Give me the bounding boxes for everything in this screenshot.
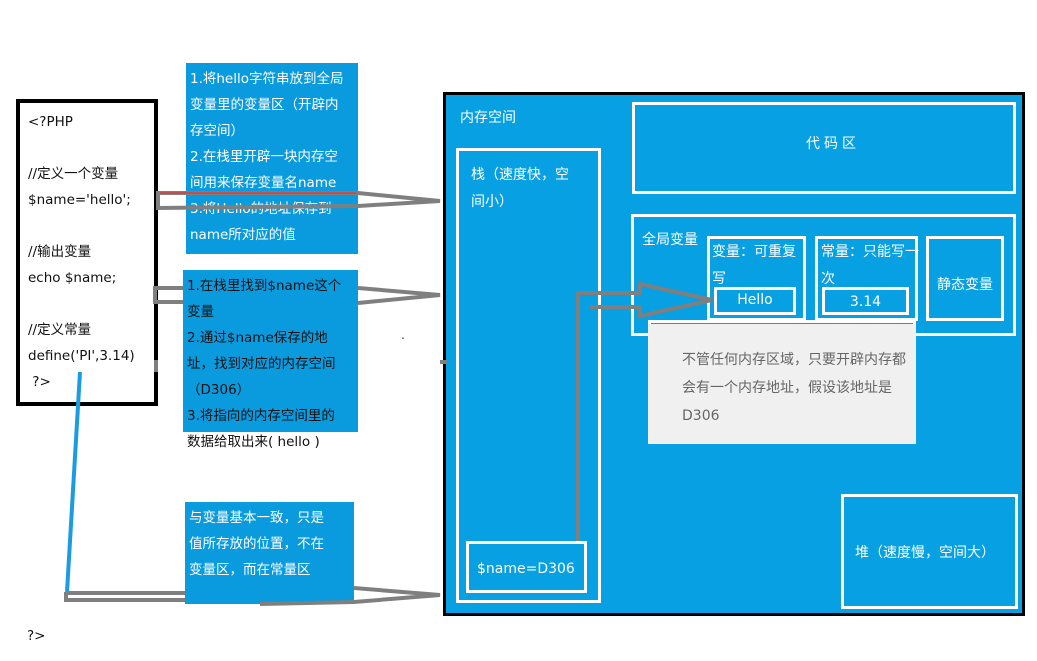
blue-connector xyxy=(65,371,82,593)
note-line: 3.将指向的内存空间里的 xyxy=(187,408,335,424)
constant-area-label: 常量：只能写一次 xyxy=(821,244,919,287)
code-trailing-tag: ?> xyxy=(27,628,46,644)
arrow-stack-to-hello xyxy=(576,281,713,541)
code-line: //输出变量 xyxy=(28,244,92,260)
stray-dot: . xyxy=(401,328,405,342)
constant-area-box xyxy=(815,236,918,321)
heap-region xyxy=(841,494,1018,609)
code-line: ?> xyxy=(28,374,51,390)
note-line: 1.将hello字符串放到全局 xyxy=(190,71,344,87)
note-line: 址，找到对应的内存空间 xyxy=(187,356,336,372)
hello-value-box xyxy=(714,287,796,315)
note-line: 变量区，而在常量区 xyxy=(189,562,311,578)
note-line: 2.在栈里开辟一块内存空 xyxy=(190,149,338,165)
code-area-label: 代码区 xyxy=(806,136,860,152)
note-define-variable: 1.将hello字符串放到全局 变量里的变量区（开辟内 存空间） 2.在栈里开辟… xyxy=(186,63,358,254)
arrow-define-variable xyxy=(156,191,441,211)
heap-label: 堆（速度慢，空间大） xyxy=(855,545,995,561)
code-line: //定义常量 xyxy=(28,322,92,338)
arrow-define-constant xyxy=(64,586,441,606)
note-line: 数据给取出来( hello ) xyxy=(187,434,320,450)
note-line: 与变量基本一致，只是 xyxy=(189,510,324,526)
note-line: 间用来保存变量名name xyxy=(190,175,337,191)
note-line: 存空间） xyxy=(190,123,244,139)
note-echo-variable: 1.在栈里找到$name这个 变量 2.通过$name保存的地 址，找到对应的内… xyxy=(183,270,358,450)
arrow-echo-variable xyxy=(153,286,441,305)
hello-value-label: Hello xyxy=(737,292,773,308)
stack-label: 栈（速度快，空间小） xyxy=(471,167,569,210)
static-variable-box xyxy=(926,236,1004,321)
stack-entry-box xyxy=(466,541,587,593)
code-area-region xyxy=(632,102,1016,194)
note-line: 值所存放的位置，不在 xyxy=(189,536,324,552)
memory-space-title: 内存空间 xyxy=(460,110,516,126)
code-line: //定义一个变量 xyxy=(28,166,119,182)
note-line: （D306） xyxy=(187,382,251,398)
variable-area-box xyxy=(707,236,806,321)
note-line: 2.通过$name保存的地 xyxy=(187,330,328,346)
note-define-constant: 与变量基本一致，只是 值所存放的位置，不在 变量区，而在常量区 xyxy=(185,502,354,604)
note-line: 变量里的变量区（开辟内 xyxy=(190,97,339,113)
variable-area-label: 变量：可重复写 xyxy=(712,244,796,287)
note-line: name所对应的值 xyxy=(190,227,296,243)
pi-value-label: 3.14 xyxy=(849,294,882,310)
memory-address-note: 不管任何内存区域，只要开辟内存都会有一个内存地址，假设该地址是 D306 xyxy=(648,324,916,444)
stack-region xyxy=(456,148,601,603)
code-line: echo $name; xyxy=(28,270,117,286)
code-line: <?PHP xyxy=(28,114,73,130)
note-line: 1.在栈里找到$name这个 xyxy=(187,278,342,294)
global-variable-label: 全局变量 xyxy=(642,232,698,248)
code-line: define('PI',3.14) xyxy=(28,348,135,364)
static-variable-label: 静态变量 xyxy=(937,277,993,293)
stack-entry-label: $name=D306 xyxy=(477,561,575,577)
php-code-box: <?PHP //定义一个变量 $name='hello'; //输出变量 ech… xyxy=(16,99,158,406)
note-line: 变量 xyxy=(187,304,214,320)
pi-value-box xyxy=(822,287,909,315)
code-line: $name='hello'; xyxy=(28,192,131,208)
